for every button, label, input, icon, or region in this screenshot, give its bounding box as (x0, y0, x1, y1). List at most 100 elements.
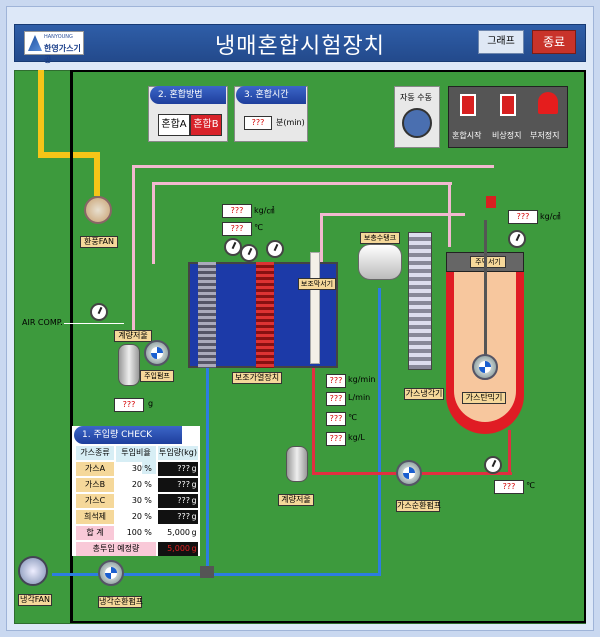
check-header: 1. 주입량 CHECK (74, 426, 182, 444)
total-unit: g (190, 526, 198, 540)
mix-a-button[interactable]: 혼합A (158, 114, 190, 136)
pink-pipe-right (448, 182, 451, 247)
row-amount: ??? (158, 494, 190, 508)
red-pipe-right (508, 430, 511, 474)
pressure-top-value: ??? (222, 204, 252, 218)
mixer-impeller-icon (472, 354, 498, 380)
injection-pump-label: 주입펌프 (140, 370, 174, 382)
aux-mixer-label: 보조막서기 (298, 278, 336, 290)
gauge-2-icon (240, 244, 258, 262)
cooling-coil-icon (198, 262, 216, 368)
row-name: 희석제 (76, 510, 114, 524)
flow-temp-unit: ℃ (348, 413, 357, 422)
row-unit: g (190, 510, 198, 524)
mode-label: 자동 수동 (400, 93, 432, 102)
blue-pipe-right (378, 288, 381, 576)
row-name: 가스C (76, 494, 114, 508)
temp-right-unit: ℃ (526, 481, 535, 490)
row-amount: ??? (158, 510, 190, 524)
yellow-pipe-vertical (38, 70, 44, 158)
aux-heater-label: 보조가열장치 (232, 372, 282, 384)
start-label: 혼합시작 (452, 131, 482, 140)
row-ratio: 20 (116, 478, 142, 492)
company-logo: HANYOUNG 한영가스기공 (24, 31, 84, 64)
row-ratio: 30 (116, 494, 142, 508)
scale-unit: g (148, 399, 154, 408)
pink-pipe-second (152, 182, 452, 185)
buzzer-label: 부저정지 (530, 131, 560, 140)
exhaust-fan-label: 환풍FAN (80, 236, 118, 248)
col-header-type: 가스종류 (76, 446, 114, 460)
mixing-time-unit: 분(min) (276, 118, 305, 127)
pink-pipe-left (132, 165, 135, 335)
row-pct: % (144, 512, 152, 521)
logo-small-text: HANYOUNG (44, 34, 73, 40)
gauge-right-icon (508, 230, 526, 248)
pink-pipe-mid-drop (320, 213, 323, 263)
row-amount: ??? (158, 478, 190, 492)
cooling-fan-icon[interactable] (18, 556, 48, 586)
flow-kgl-unit: kg/L (348, 433, 365, 442)
red-pipe-down (312, 362, 315, 474)
mix-b-button[interactable]: 혼합B (190, 114, 222, 136)
row-name: 가스B (76, 478, 114, 492)
air-pressure-gauge-icon (90, 303, 108, 321)
metering-scale-label: 계량저울 (114, 330, 152, 342)
mixer-shaft (484, 220, 487, 360)
pressure-right-value: ??? (508, 210, 538, 224)
cooling-circ-pump-label: 냉각순환펌프 (98, 596, 144, 608)
total-ratio: 100 (116, 526, 142, 540)
page-title: 냉매혼합시험장치 (215, 34, 385, 59)
blue-pipe-left (206, 360, 209, 575)
gas-cooler (408, 232, 432, 370)
process-area (70, 70, 586, 623)
row-unit: g (190, 478, 198, 492)
valve-icon[interactable] (486, 196, 496, 208)
flow-l-value: ??? (326, 392, 346, 406)
injected-unit: g (190, 542, 198, 556)
aux-tank-label: 보충수탱크 (360, 232, 400, 244)
gas-circ-pump-icon[interactable] (396, 460, 422, 486)
graph-button[interactable]: 그래프 (478, 30, 524, 54)
flow-kg-value: ??? (326, 374, 346, 388)
gas-cooler-label: 가스냉각기 (404, 388, 444, 400)
aux-mixer-rod (310, 252, 320, 364)
yellow-pipe-down (94, 152, 100, 196)
buzzer-lamp-icon[interactable] (538, 92, 558, 114)
row-unit: g (190, 494, 198, 508)
row-name: 가스A (76, 462, 114, 476)
row-ratio: 30 (116, 462, 142, 476)
heating-coil-icon (256, 262, 274, 368)
temp-top-unit: ℃ (254, 223, 263, 232)
air-line (64, 323, 124, 324)
emergency-switch-icon[interactable] (500, 94, 516, 116)
col-header-amount: 투입량(kg) (158, 446, 198, 460)
pink-pipe-drop (152, 182, 155, 264)
row-pct: % (144, 496, 152, 505)
row-ratio: 20 (116, 510, 142, 524)
metering-cylinder (118, 344, 140, 386)
scale-value: ??? (114, 398, 144, 412)
row-pct: % (144, 464, 152, 473)
exhaust-fan-icon[interactable] (84, 196, 112, 224)
exit-button[interactable]: 종료 (532, 30, 576, 54)
mode-selector-knob-icon[interactable] (402, 108, 432, 138)
mixer-label: 주믹서기 (470, 256, 506, 268)
mixing-time-input[interactable]: ??? (244, 116, 272, 130)
gas-mixer-label: 가스탄믹기 (462, 392, 506, 404)
injected-name: 총투입 예정량 (76, 542, 156, 556)
row-amount: ??? (158, 462, 190, 476)
total-pct: % (144, 528, 152, 537)
cooling-circ-pump-icon[interactable] (98, 560, 124, 586)
junction-icon (200, 566, 214, 578)
metering-scale-2-label: 계량저울 (278, 494, 314, 506)
logo-mark-icon (28, 35, 42, 51)
logo-company-text: 한영가스기공 (44, 44, 81, 64)
mixing-method-header: 2. 혼합방법 (150, 86, 226, 104)
flow-l-unit: L/min (348, 393, 371, 402)
temp-right-value: ??? (494, 480, 524, 494)
injection-pump-icon[interactable] (144, 340, 170, 366)
gauge-3-icon (266, 240, 284, 258)
start-switch-icon[interactable] (460, 94, 476, 116)
air-comp-label: AIR COMP. (22, 318, 63, 327)
